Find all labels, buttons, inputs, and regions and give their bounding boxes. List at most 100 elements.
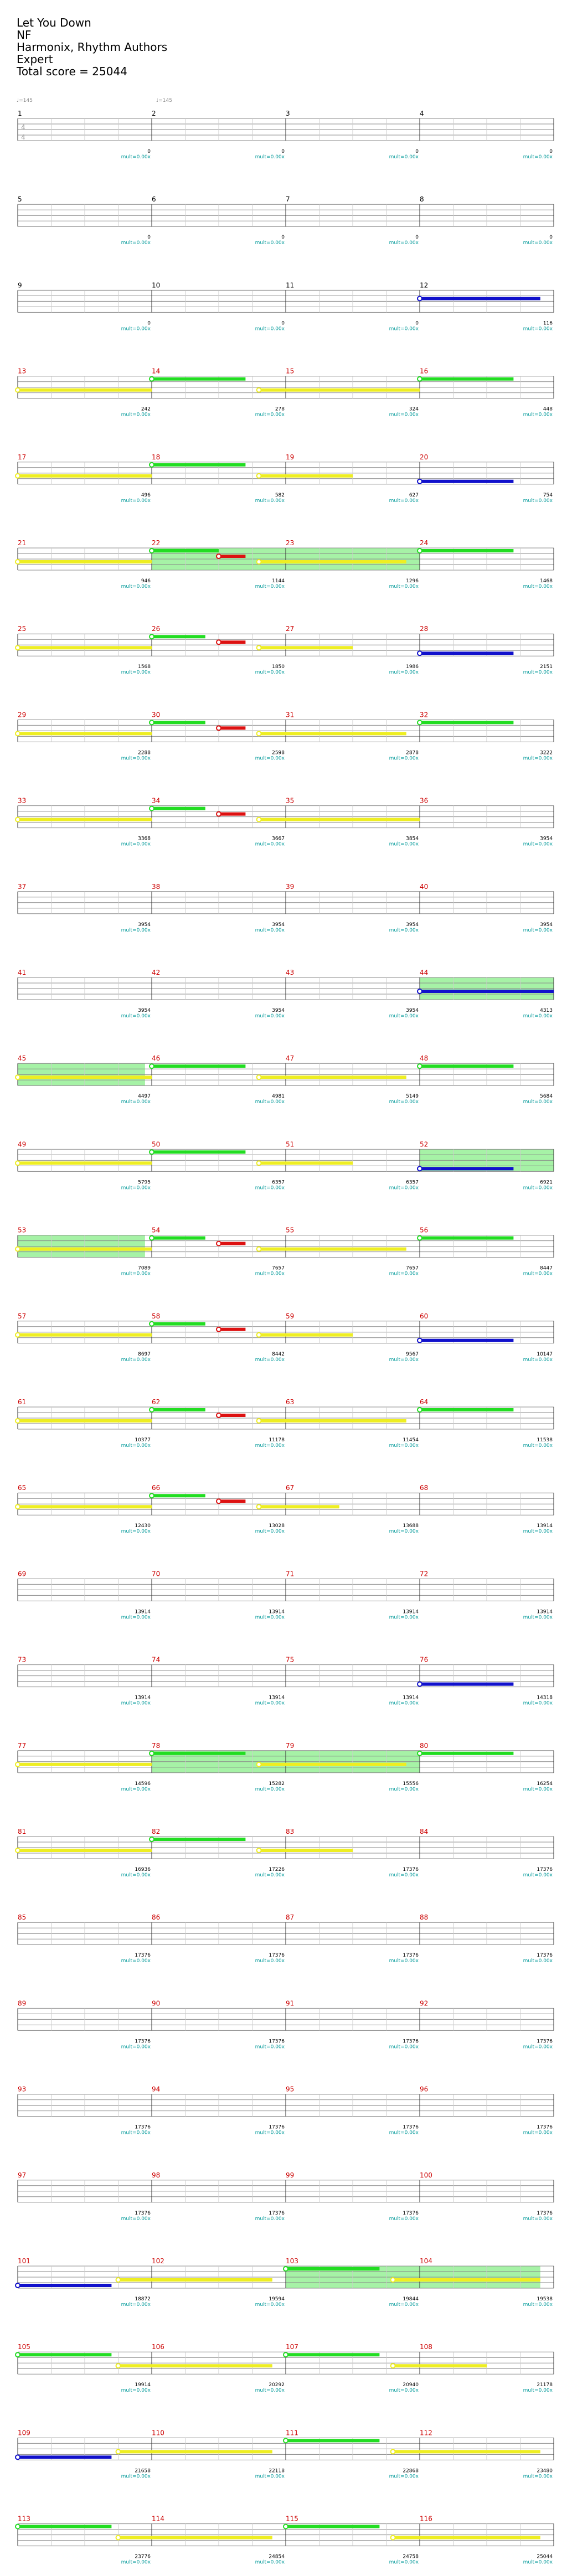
- measure-score: 17376: [269, 2125, 285, 2130]
- score-multiplier: mult=0.00x: [255, 842, 285, 847]
- measure-number: 103: [286, 2257, 298, 2265]
- score-multiplier: mult=0.00x: [121, 1443, 151, 1449]
- measure-score: 3222: [540, 750, 553, 756]
- measure-score: 3954: [138, 1008, 151, 1013]
- measure-score: 3954: [406, 1008, 419, 1013]
- staff-system-17: [15, 1492, 554, 1515]
- measure-score: 13914: [403, 1695, 419, 1701]
- measure-number: 87: [286, 1913, 294, 1921]
- score-multiplier: mult=0.00x: [389, 1615, 419, 1620]
- tempo-marker-1: ♩=145: [17, 98, 33, 104]
- green-note-head: [417, 720, 422, 726]
- green-note-head: [149, 805, 154, 811]
- measure-score: 2878: [406, 750, 419, 756]
- yellow-note-head: [256, 473, 262, 479]
- green-note-head: [149, 548, 154, 554]
- measure-number: 59: [286, 1312, 294, 1320]
- measure-number: 70: [152, 1570, 160, 1577]
- score-multiplier: mult=0.00x: [523, 670, 553, 675]
- score-multiplier: mult=0.00x: [255, 1357, 285, 1363]
- measure-score: 4981: [272, 1094, 285, 1099]
- measure-number: 113: [18, 2515, 30, 2523]
- score-multiplier: mult=0.00x: [255, 240, 285, 246]
- score-multiplier: mult=0.00x: [121, 1529, 151, 1534]
- measure-number: 102: [152, 2257, 164, 2265]
- measure-score: 17226: [269, 1867, 285, 1872]
- song-title: Let You Down: [17, 16, 91, 29]
- measure-number: 85: [18, 1913, 26, 1921]
- green-note-head: [417, 1235, 422, 1241]
- measure-score: 1468: [540, 578, 553, 584]
- staff-system-27: [15, 2351, 554, 2375]
- measure-number: 104: [420, 2257, 432, 2265]
- measure-number: 112: [420, 2429, 432, 2437]
- measure-score: 21178: [537, 2382, 553, 2388]
- yellow-note-head: [15, 473, 20, 479]
- measure-score: 13914: [537, 1523, 553, 1529]
- score-multiplier: mult=0.00x: [523, 1872, 553, 1878]
- yellow-note-head: [256, 1418, 262, 1424]
- measure-score: 10147: [537, 1352, 553, 1357]
- measure-score: 448: [543, 407, 553, 412]
- measure-number: 105: [18, 2343, 30, 2351]
- measure-score: 6357: [272, 1180, 285, 1185]
- measure-number: 106: [152, 2343, 164, 2351]
- measure-score: 2598: [272, 750, 285, 756]
- score-multiplier: mult=0.00x: [523, 928, 553, 933]
- score-multiplier: mult=0.00x: [389, 240, 419, 246]
- measure-score: 24854: [269, 2554, 285, 2560]
- measure-number: 50: [152, 1140, 160, 1148]
- tempo-marker-2: ♩=145: [156, 98, 172, 104]
- score-multiplier: mult=0.00x: [121, 1185, 151, 1191]
- measure-number: 88: [420, 1913, 428, 1921]
- green-note-head: [149, 720, 154, 726]
- measure-score: 22118: [269, 2468, 285, 2474]
- staff-system-13: [15, 1149, 554, 1172]
- measure-number: 49: [18, 1140, 26, 1148]
- score-multiplier: mult=0.00x: [523, 1701, 553, 1706]
- measure-score: 3954: [272, 1008, 285, 1013]
- yellow-note-head: [15, 559, 20, 565]
- measure-score: 17376: [537, 1867, 553, 1872]
- measure-score: 17376: [537, 2039, 553, 2044]
- measure-number: 17: [18, 453, 26, 461]
- score-multiplier: mult=0.00x: [255, 1185, 285, 1191]
- green-note-head: [149, 1493, 154, 1499]
- measure-number: 1: [18, 110, 22, 117]
- measure-score: 12430: [135, 1523, 151, 1529]
- measure-number: 75: [286, 1656, 294, 1664]
- measure-score: 7657: [406, 1266, 419, 1271]
- blue-note-head: [417, 650, 422, 656]
- score-multiplier: mult=0.00x: [523, 1013, 553, 1019]
- score-multiplier: mult=0.00x: [389, 756, 419, 761]
- score-multiplier: mult=0.00x: [523, 498, 553, 504]
- green-note-head: [15, 2523, 20, 2530]
- measure-number: 115: [286, 2515, 298, 2523]
- measure-score: 13028: [269, 1523, 285, 1529]
- score-multiplier: mult=0.00x: [523, 1357, 553, 1363]
- blue-note-head: [15, 2283, 20, 2288]
- staff-system-9: [15, 805, 554, 829]
- yellow-note-head: [256, 1332, 262, 1338]
- measure-score: 0: [147, 235, 151, 240]
- measure-number: 46: [152, 1054, 160, 1062]
- measure-number: 38: [152, 883, 160, 891]
- measure-number: 41: [18, 969, 26, 976]
- yellow-note-head: [115, 2534, 121, 2541]
- measure-score: 0: [415, 320, 419, 326]
- measure-score: 0: [549, 149, 553, 154]
- measure-number: 57: [18, 1312, 26, 1320]
- measure-score: 17376: [135, 2125, 151, 2130]
- score-multiplier: mult=0.00x: [389, 1787, 419, 1792]
- score-multiplier: mult=0.00x: [255, 756, 285, 761]
- score-multiplier: mult=0.00x: [389, 2474, 419, 2479]
- measure-score: 19844: [403, 2296, 419, 2302]
- measure-score: 1850: [272, 664, 285, 670]
- red-note-head: [216, 1498, 221, 1504]
- measure-score: 13914: [269, 1695, 285, 1701]
- staff-system-7: [15, 633, 554, 656]
- measure-number: 82: [152, 1828, 160, 1835]
- measure-number: 19: [286, 453, 294, 461]
- measure-score: 4497: [138, 1094, 151, 1099]
- score-multiplier: mult=0.00x: [389, 154, 419, 160]
